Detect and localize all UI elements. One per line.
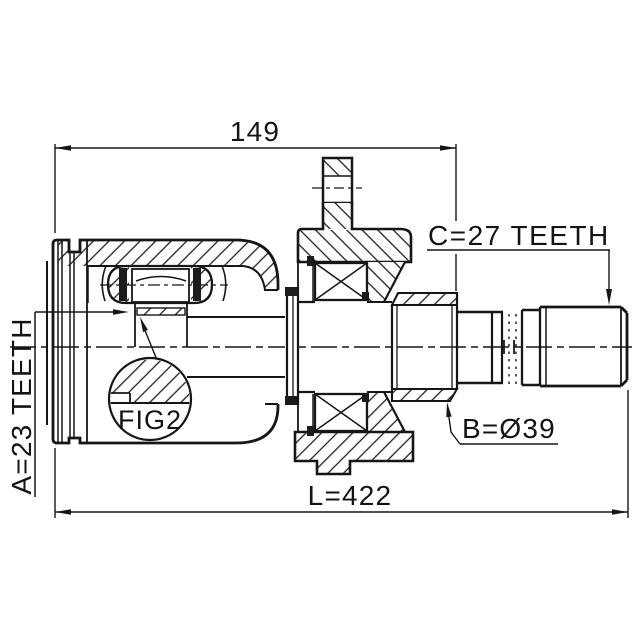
figure-ref-label: FIG2: [118, 405, 182, 435]
spline-end: [540, 305, 629, 388]
callout-a-label: A=23 TEETH: [6, 317, 37, 494]
flange-lower-hatch: [295, 432, 413, 474]
tripod-bearing: [100, 264, 287, 378]
ring-section-bottom: [391, 388, 459, 402]
dimension-149: 149: [54, 116, 457, 291]
callout-diameter-b: B=Ø39: [446, 402, 558, 445]
arrowhead: [612, 509, 628, 515]
bearing-lower: [313, 392, 369, 433]
arrowhead: [55, 509, 71, 515]
arrowhead: [55, 145, 71, 151]
flange-disc-hatch: [299, 230, 410, 262]
bolt-stud-hatch: [323, 158, 352, 176]
callout-spline-a: A=23 TEETH: [6, 309, 129, 497]
snap-rings: [307, 256, 369, 436]
housing-outline: [51, 238, 280, 445]
dim-149-label: 149: [230, 116, 280, 147]
cap-seal-top: [285, 287, 299, 296]
roller-outline: [106, 264, 214, 305]
boot-groove-lines: [46, 241, 89, 443]
arrowhead: [446, 402, 452, 418]
bearing-upper: [313, 261, 369, 302]
dimension-overall-length: L=422: [54, 390, 629, 518]
housing-inner-wall: [87, 265, 278, 291]
shaft: [457, 307, 542, 387]
damper-ring: [390, 292, 459, 402]
track-groove-left: [101, 265, 107, 302]
dim-length-label: L=422: [308, 480, 393, 511]
trunnion-sphere: [135, 275, 187, 282]
arrowhead: [113, 309, 129, 315]
needle-bearing-left: [119, 268, 127, 301]
flange-lower-outline: [293, 430, 415, 476]
flange-neck-hatch: [323, 203, 352, 229]
arrowhead: [140, 317, 148, 332]
flange-hub-hatch-top: [367, 262, 405, 302]
ring-section-top: [390, 292, 458, 306]
stub-shaft: [187, 316, 287, 378]
boot-clamp-cap: [285, 287, 315, 405]
track-groove-right: [221, 265, 227, 302]
arrowhead: [606, 289, 612, 305]
callout-spline-c: C=27 TEETH: [427, 220, 612, 305]
flange-hub-hatch-bottom: [367, 392, 405, 432]
callout-b-label: B=Ø39: [462, 413, 556, 444]
flange: [293, 156, 415, 476]
spider-stem: [134, 303, 188, 347]
shaft-break-marks: [503, 314, 517, 384]
cap-seal-bottom: [285, 396, 299, 405]
arrowhead: [440, 145, 456, 151]
callout-c-label: C=27 TEETH: [428, 220, 610, 251]
